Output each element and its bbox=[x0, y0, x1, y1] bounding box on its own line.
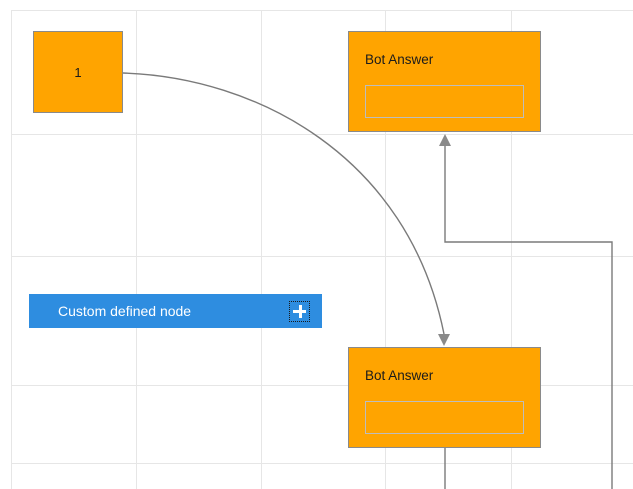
node-bot-answer-bottom-title: Bot Answer bbox=[365, 368, 434, 383]
plus-icon[interactable] bbox=[289, 300, 310, 322]
node-bot-answer-top[interactable]: Bot Answer bbox=[348, 31, 541, 132]
edge-bot-bottom-arrowhead-icon bbox=[439, 134, 451, 146]
node-bot-answer-bottom-slot[interactable] bbox=[365, 401, 524, 434]
node-bot-answer-top-title: Bot Answer bbox=[365, 52, 434, 67]
custom-defined-node-label: Custom defined node bbox=[58, 303, 192, 319]
edge-start-arrowhead-icon bbox=[438, 334, 450, 346]
edge-bot-bottom-to-bot-top[interactable] bbox=[444, 146, 613, 489]
node-start-label: 1 bbox=[74, 64, 82, 80]
node-start[interactable]: 1 bbox=[33, 31, 123, 113]
custom-defined-node-bar[interactable]: Custom defined node bbox=[29, 294, 322, 328]
node-bot-answer-top-slot[interactable] bbox=[365, 85, 524, 118]
node-bot-answer-bottom[interactable]: Bot Answer bbox=[348, 347, 541, 448]
edge-start-to-bot-answer-bottom[interactable] bbox=[122, 72, 445, 335]
